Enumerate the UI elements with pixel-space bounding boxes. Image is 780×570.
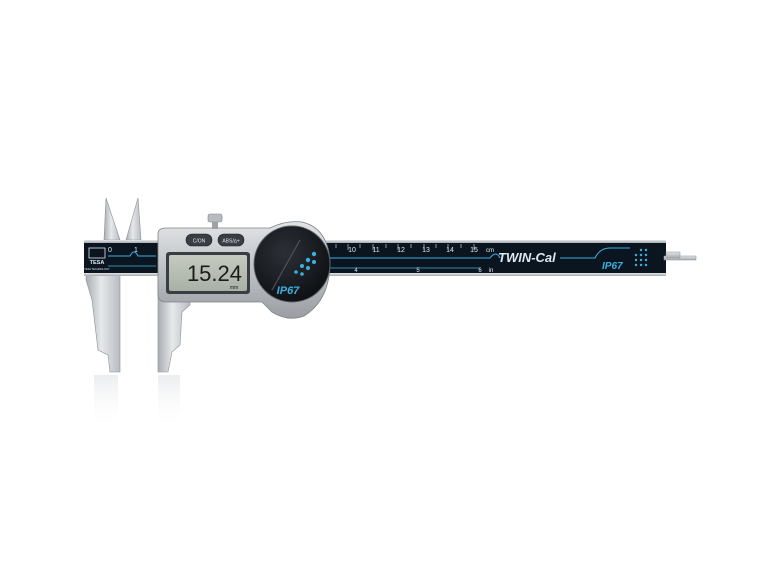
scale-mark-in-6: 6	[478, 268, 482, 274]
droplet-dots-icon	[634, 248, 648, 267]
scale-mark-cm-14: 14	[446, 247, 454, 254]
on-button[interactable]: C/ON	[185, 233, 213, 247]
sensor-dial: IP67	[253, 225, 331, 303]
abs-button-label: ABS/∆+	[222, 239, 239, 245]
lcd-unit: mm	[230, 285, 238, 291]
fixed-jaw	[85, 261, 121, 373]
scale-mark-cm-13: 13	[422, 247, 430, 254]
scale-mark-cm-11: 11	[372, 247, 379, 254]
water-drops-icon	[294, 251, 317, 276]
scale-mark-cm-0: 0	[108, 247, 112, 254]
brand-logo: TESA TESA TECHNOLOGY	[84, 244, 110, 272]
scale-mark-cm-15: 15	[470, 247, 478, 254]
body-ip-rating: IP67	[277, 285, 301, 297]
upper-jaws	[103, 197, 142, 241]
abs-button[interactable]: ABS/∆+	[217, 233, 245, 247]
scale-ip-rating: IP67	[602, 261, 623, 272]
scale-mark-in-4: 4	[354, 268, 358, 274]
scale-mark-in-5: 5	[416, 268, 420, 274]
lcd-display: 15.24 mm	[166, 252, 250, 294]
jaw-reflection	[94, 375, 180, 430]
model-name: TWIN-Cal	[498, 250, 556, 265]
on-button-label: C/ON	[193, 239, 206, 245]
scale-mark-cm-12: 12	[397, 247, 405, 254]
thumb-roller[interactable]	[207, 213, 223, 223]
scale-mark-cm-1: 1	[134, 247, 138, 254]
brand-name: TESA	[90, 260, 105, 266]
scale-unit-cm: cm	[486, 248, 494, 254]
depth-rod	[663, 251, 697, 261]
lcd-reading: 15.24	[187, 261, 242, 286]
brand-subtitle: TESA TECHNOLOGY	[84, 267, 110, 271]
scale-unit-in: in	[489, 268, 494, 274]
scale-mark-cm-10: 10	[348, 247, 356, 254]
